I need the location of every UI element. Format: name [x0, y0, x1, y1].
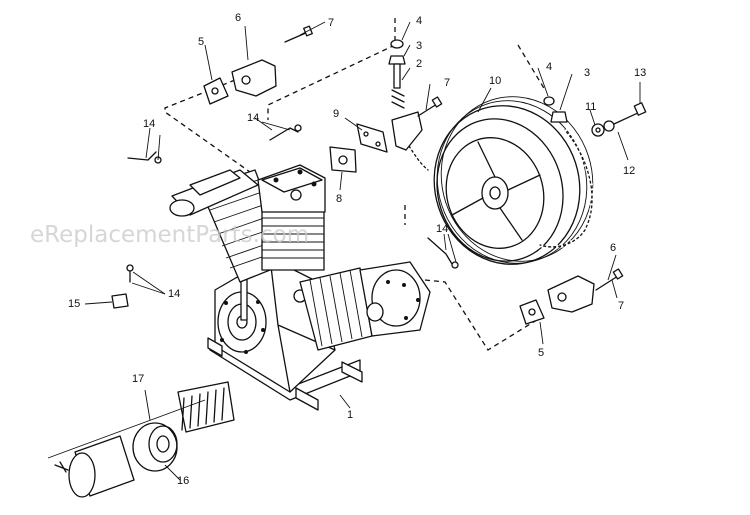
callout-3-top: 3	[416, 40, 422, 52]
right-cylinder	[299, 261, 431, 351]
cap-part-4-right	[543, 96, 555, 106]
hardware-parts	[111, 25, 647, 325]
callout-9: 9	[333, 108, 339, 120]
callout-10: 10	[489, 75, 501, 87]
cap-part-4-top	[390, 39, 404, 49]
valve-spring	[391, 89, 405, 109]
watermark-text: eReplacementParts.com	[30, 222, 309, 248]
nut-part-3-right	[550, 111, 568, 123]
callout-13: 13	[634, 67, 646, 79]
fitting-part-14-c	[427, 237, 453, 265]
callout-4-right: 4	[546, 61, 552, 73]
callout-labels: 1 2 3 3 4 4 5 5 6 6 7 7 7 8 9 10 11 12 1…	[68, 12, 646, 487]
wing-nut	[54, 461, 69, 473]
callout-6-top: 6	[235, 12, 241, 24]
crankcase-bolts	[220, 300, 265, 354]
lockwasher-part-12	[603, 120, 615, 132]
flange-part-5-top	[203, 77, 229, 105]
callout-14-right: 14	[436, 223, 448, 235]
callout-1: 1	[347, 409, 353, 421]
top-cylinder	[257, 164, 326, 271]
callout-2: 2	[416, 58, 422, 70]
flange-part-5-right	[519, 299, 545, 325]
fitting-part-14-b	[269, 127, 299, 141]
leader-lines	[84, 21, 641, 481]
callout-11: 11	[585, 101, 596, 113]
callout-14-lower: 14	[168, 288, 180, 300]
callout-3-right: 3	[584, 67, 590, 79]
callout-7-top: 7	[328, 17, 334, 29]
gasket-part-9	[356, 123, 388, 153]
callout-12: 12	[623, 165, 635, 177]
elbow-part-6-top	[231, 59, 277, 97]
callout-7-right: 7	[618, 300, 624, 312]
air-filter-assembly	[47, 381, 235, 498]
assembly-guide-lines	[164, 18, 546, 351]
callout-4-top: 4	[416, 15, 422, 27]
bolt-part-13	[613, 111, 641, 125]
callout-16: 16	[177, 475, 189, 487]
callout-5-right: 5	[538, 347, 544, 359]
callout-14-top: 14	[247, 112, 259, 124]
plug-part-15	[111, 293, 129, 309]
flywheel	[433, 96, 594, 265]
callout-14-left: 14	[143, 118, 155, 130]
callout-5-top: 5	[198, 36, 204, 48]
filter-element-part-16	[132, 422, 178, 472]
callout-8: 8	[336, 193, 342, 205]
gasket-part-8	[329, 146, 357, 173]
elbow-fitting	[391, 111, 423, 151]
valve-part-2	[393, 63, 401, 89]
nut-part-3-top	[388, 55, 406, 65]
fitting-part-14-a	[127, 151, 157, 161]
callout-7-mid: 7	[444, 77, 450, 89]
washer-part-11	[591, 123, 605, 137]
elbow-part-6-right	[547, 275, 595, 313]
callout-15: 15	[68, 298, 80, 310]
callout-6-right: 6	[610, 242, 616, 254]
callout-17: 17	[132, 373, 144, 385]
